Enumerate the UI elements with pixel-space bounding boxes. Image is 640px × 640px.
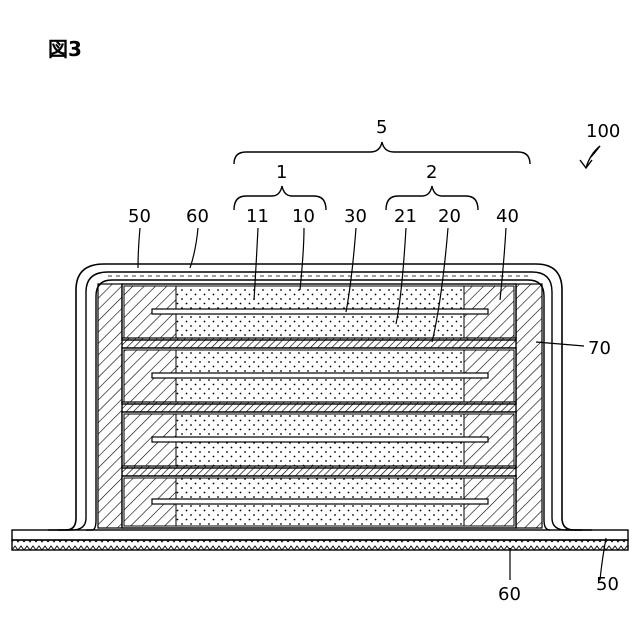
label-positive-collector: 10 bbox=[292, 206, 315, 227]
label-negative-electrode: 2 bbox=[426, 162, 437, 183]
label-adhesive-bottom: 60 bbox=[498, 584, 521, 605]
figure-title: 図3 bbox=[48, 37, 82, 61]
label-resin-fill: 70 bbox=[588, 338, 611, 359]
label-negative-active-layer: 21 bbox=[394, 206, 417, 227]
label-insulating-layer: 40 bbox=[496, 206, 519, 227]
label-solid-electrolyte: 30 bbox=[344, 206, 367, 227]
label-device: 100 bbox=[586, 121, 620, 142]
label-positive-active-layer: 11 bbox=[246, 206, 269, 227]
base-flange bbox=[12, 530, 628, 550]
laminate-stack bbox=[122, 284, 516, 528]
label-adhesive-layer: 60 bbox=[186, 206, 209, 227]
label-negative-collector: 20 bbox=[438, 206, 461, 227]
device-arrow-icon bbox=[580, 146, 600, 168]
label-exterior-film: 50 bbox=[128, 206, 151, 227]
label-laminate: 5 bbox=[376, 117, 387, 138]
label-exterior-bottom: 50 bbox=[596, 574, 619, 595]
brace-laminate bbox=[234, 142, 530, 164]
label-positive-electrode: 1 bbox=[276, 162, 287, 183]
